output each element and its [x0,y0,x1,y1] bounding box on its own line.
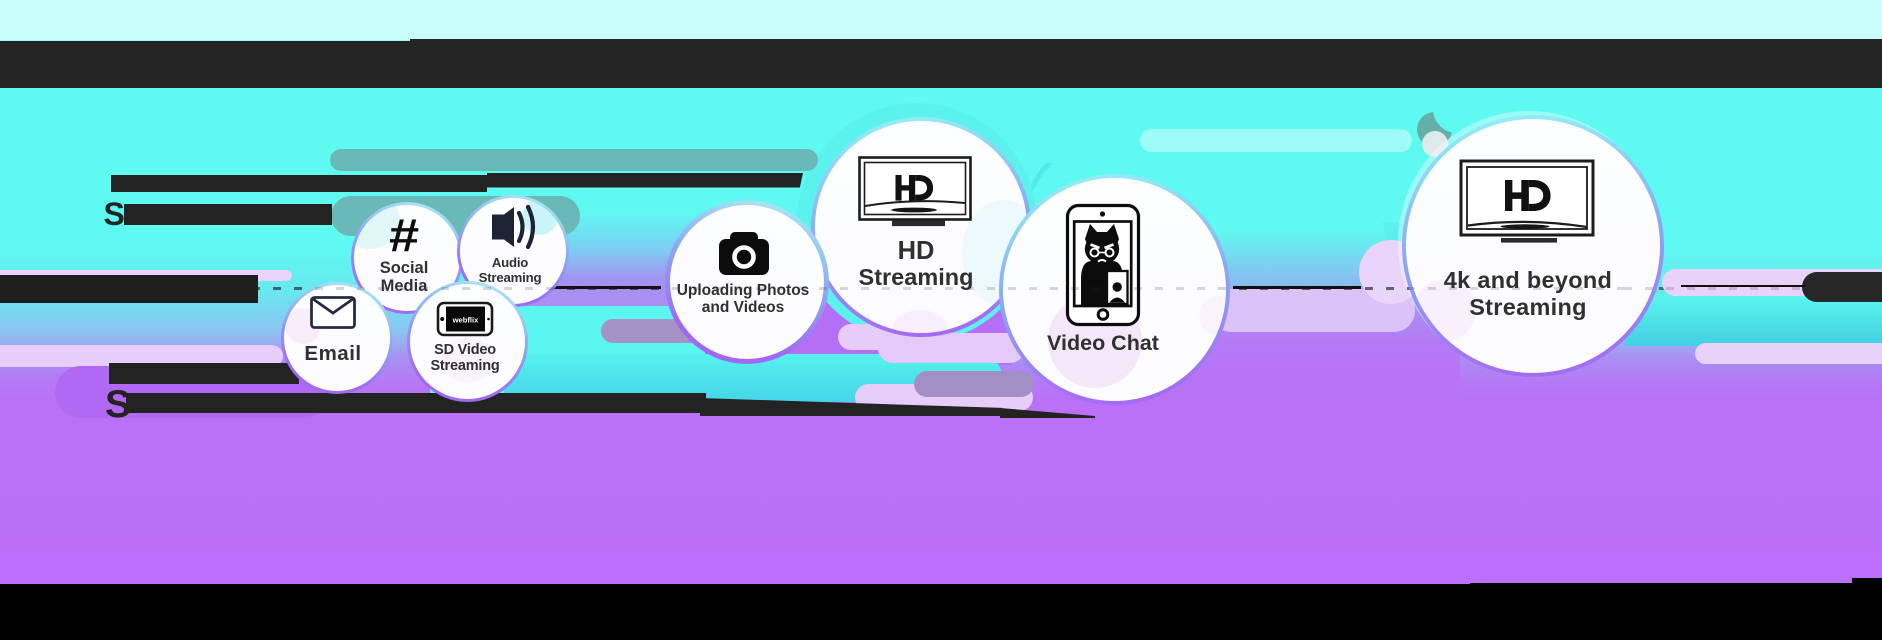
svg-text:webflix: webflix [452,316,480,325]
